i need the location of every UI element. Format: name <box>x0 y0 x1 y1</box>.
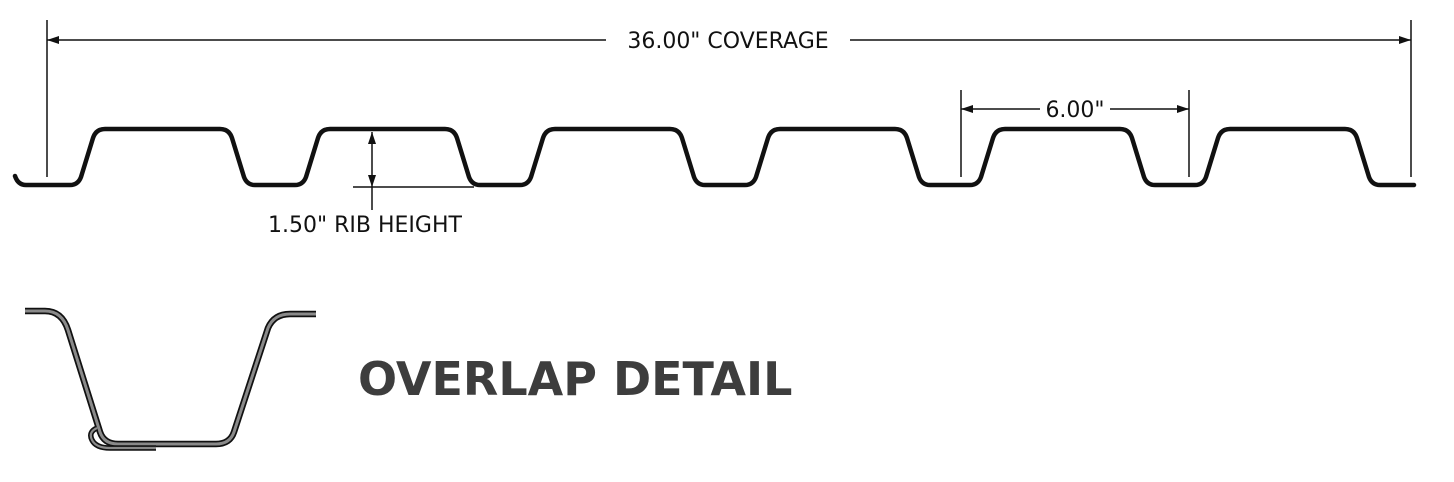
overlap-detail-title: OVERLAP DETAIL <box>358 352 792 406</box>
overlap-upper-sheet-fill <box>89 426 156 450</box>
rib-spacing-dimension: 6.00" <box>960 90 1190 177</box>
coverage-label: 36.00" COVERAGE <box>627 29 828 54</box>
rib-spacing-label: 6.00" <box>1045 98 1104 123</box>
overlap-detail-drawing <box>25 307 316 451</box>
overlap-lower-sheet-fill <box>25 309 316 446</box>
rib-height-label: 1.50" RIB HEIGHT <box>268 213 462 238</box>
rib-height-dimension: 1.50" RIB HEIGHT <box>268 132 474 238</box>
coverage-dimension: 36.00" COVERAGE <box>46 20 1412 177</box>
deck-profile-line <box>12 126 1417 188</box>
